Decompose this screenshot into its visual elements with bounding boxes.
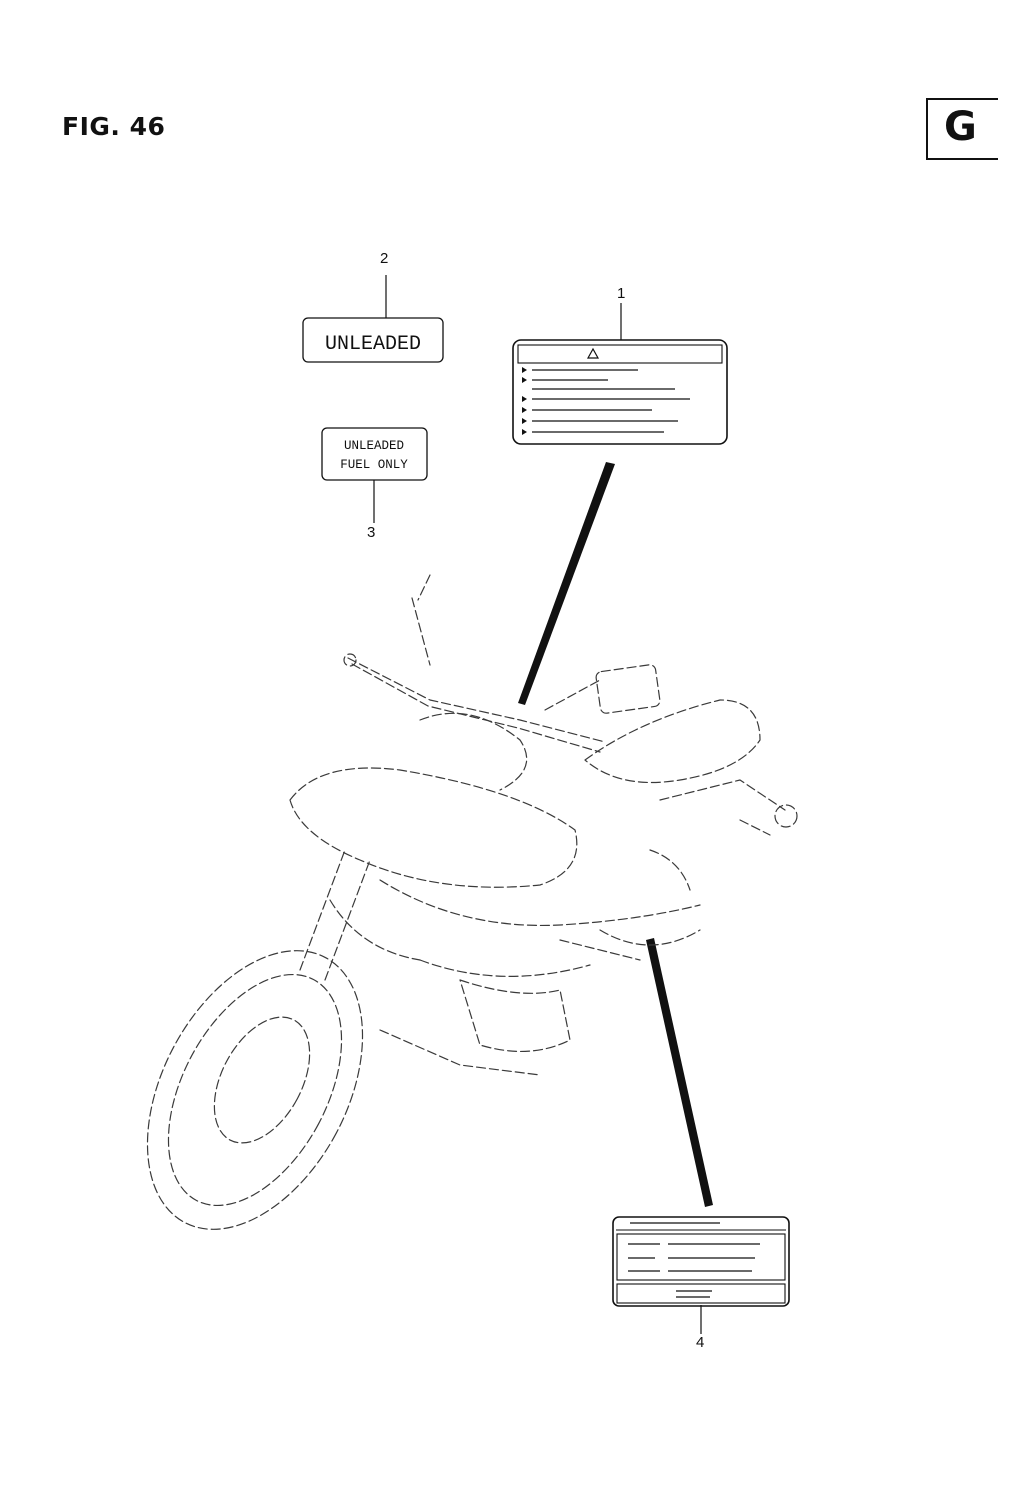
section-box bbox=[926, 98, 998, 160]
figure-title: FIG. 46 bbox=[62, 112, 166, 141]
callout-2: 2 bbox=[380, 250, 389, 267]
label-unleaded-fuel-line1: UNLEADED bbox=[344, 439, 404, 453]
warning-label bbox=[512, 303, 728, 445]
section-letter: G bbox=[944, 104, 977, 150]
pointer-line-1 bbox=[518, 462, 615, 705]
label-unleaded-text: UNLEADED bbox=[325, 333, 421, 356]
motorcycle-outline bbox=[146, 574, 798, 1230]
label-unleaded-fuel-line2: FUEL ONLY bbox=[340, 458, 408, 472]
label-unleaded: UNLEADED bbox=[302, 275, 444, 363]
spec-label bbox=[612, 1216, 790, 1334]
pointer-line-4 bbox=[646, 938, 713, 1207]
callout-3: 3 bbox=[367, 524, 376, 541]
callout-1: 1 bbox=[617, 285, 626, 302]
callout-4: 4 bbox=[696, 1334, 705, 1351]
label-unleaded-fuel-only: UNLEADED FUEL ONLY bbox=[321, 427, 428, 523]
warning-triangle-icon bbox=[586, 347, 600, 359]
